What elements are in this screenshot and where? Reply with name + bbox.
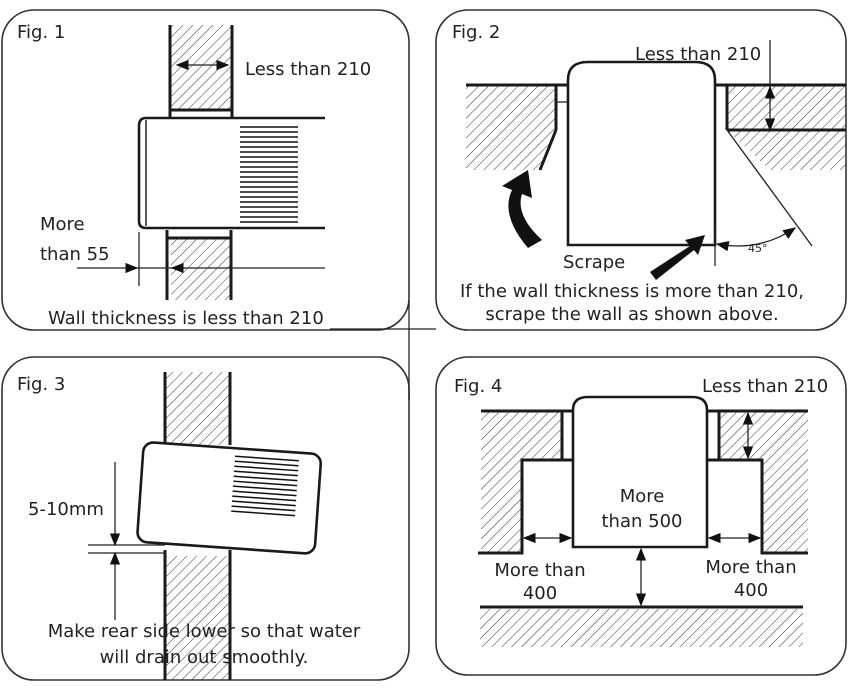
- ac-unit: [137, 116, 325, 230]
- fig2-dim-top: Less than 210: [635, 44, 761, 65]
- fig4-center-1: More: [620, 486, 665, 507]
- ac-unit-tilted: [136, 441, 323, 555]
- fig4-left-2: 400: [523, 583, 557, 604]
- fig2-caption-1: If the wall thickness is more than 210,: [460, 281, 804, 302]
- fig4-right-1: More than: [705, 557, 796, 578]
- fig1-panel: [1, 9, 410, 331]
- fig4-dim-top: Less than 210: [702, 376, 828, 397]
- fig4-panel: [435, 356, 847, 676]
- fig2-angle: 45°: [748, 242, 768, 255]
- fig2-caption-2: scrape the wall as shown above.: [485, 304, 778, 325]
- fig3-caption-1: Make rear side lower so that water: [48, 621, 361, 642]
- fig1: Fig. 1 Less than 210 More than 55 Wall t…: [17, 22, 371, 329]
- fig4-center-2: than 500: [602, 511, 683, 532]
- ac-unit: [566, 60, 717, 247]
- fig1-dim-left-2: than 55: [40, 244, 110, 265]
- fig1-dim-top: Less than 210: [245, 59, 371, 80]
- fig2-scrape: Scrape: [563, 252, 625, 273]
- fig1-label: Fig. 1: [17, 22, 65, 43]
- fig1-dim-left-1: More: [40, 214, 85, 235]
- fig4-left-1: More than: [494, 560, 585, 581]
- fig4-label: Fig. 4: [454, 376, 502, 397]
- fig2-label: Fig. 2: [452, 22, 500, 43]
- wall-top: [171, 25, 231, 110]
- fig4-right-2: 400: [734, 580, 768, 601]
- scrape-arrow-icon: [650, 235, 705, 280]
- grille: [240, 126, 298, 223]
- fig3-caption-2: will drain out smoothly.: [100, 647, 309, 668]
- fig4: Fig. 4 Less than 210 More than 500 More …: [454, 376, 828, 647]
- curved-arrow-icon: [502, 170, 542, 248]
- fig3-label: Fig. 3: [17, 374, 65, 395]
- fig3: Fig. 3 5-10mm Make rear side lower so th…: [17, 372, 361, 680]
- fig3-dim: 5-10mm: [28, 499, 104, 520]
- fig1-caption: Wall thickness is less than 210: [48, 308, 324, 329]
- fig2: Fig. 2 Less than 210 45° Scrape If the w…: [452, 22, 846, 325]
- wall-bottom: [171, 238, 231, 300]
- ac-unit: [571, 395, 709, 549]
